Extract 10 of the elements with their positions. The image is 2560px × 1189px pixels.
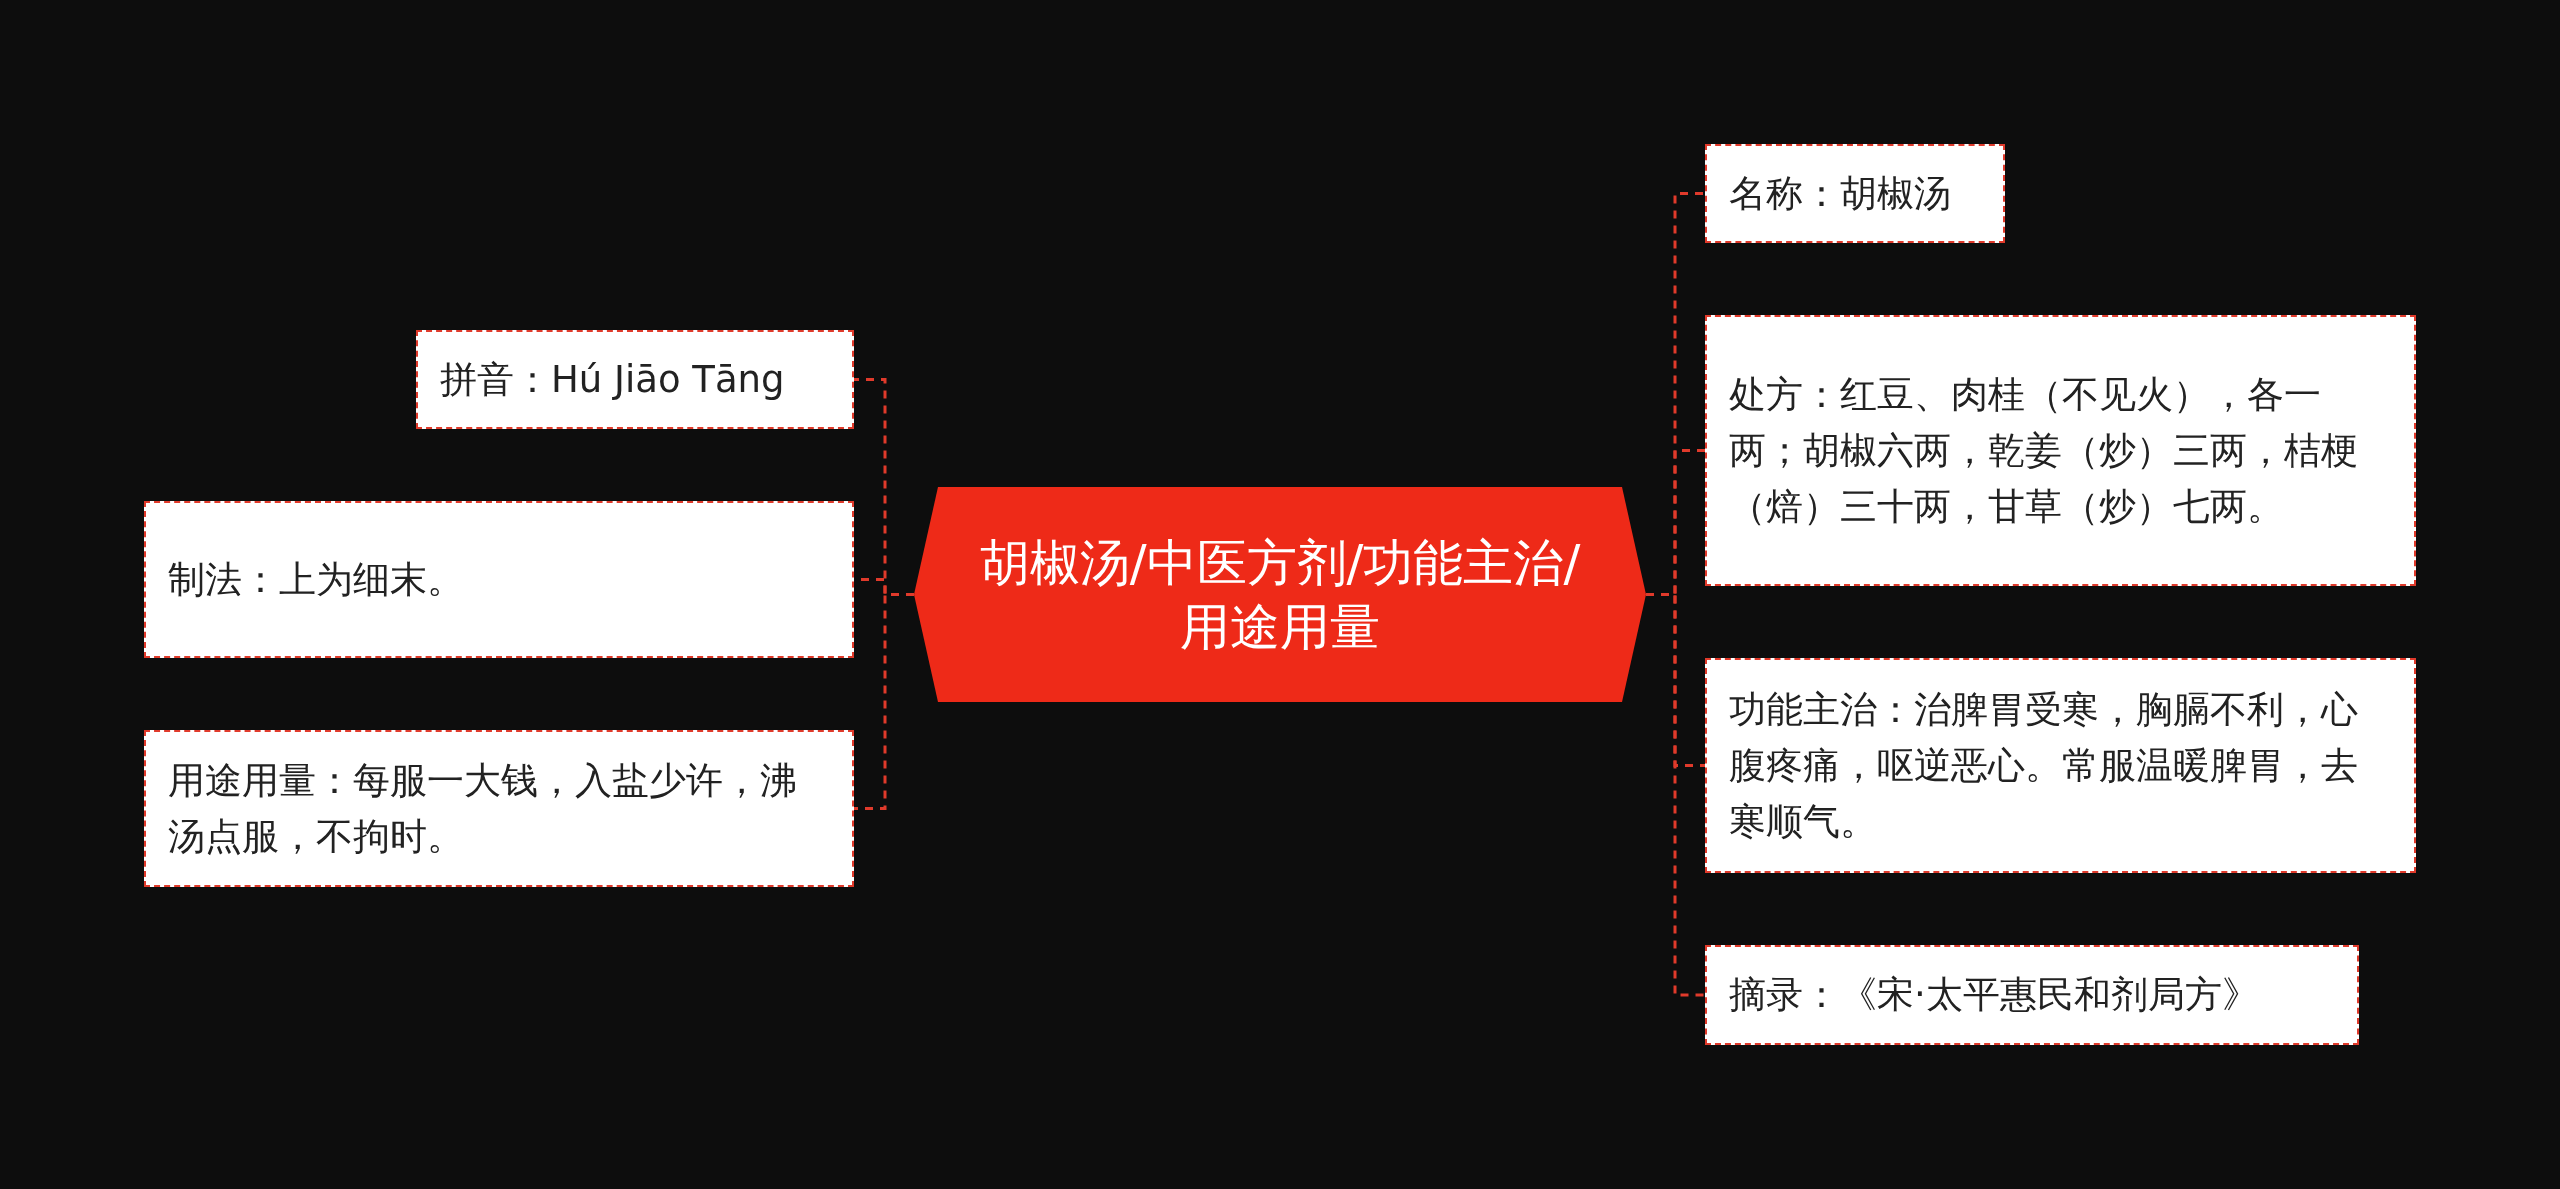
topic-box: 用途用量：每服一大钱，入盐少许，沸汤点服，不拘时。 [144,730,854,887]
topic-box: 摘录：《宋·太平惠民和剂局方》 [1705,945,2359,1045]
topic-box: 功能主治：治脾胃受寒，胸膈不利，心腹疼痛，呕逆恶心。常服温暖脾胃，去寒顺气。 [1705,658,2416,873]
topic-box: 处方：红豆、肉桂（不见火），各一两；胡椒六两，乾姜（炒）三两，桔梗（焙）三十两，甘草（炒）七两。 [1705,315,2416,586]
topic-hexagon: 胡椒汤/中医方剂/功能主治/用途用量 [914,487,1646,702]
connector-line [1646,593,1705,997]
topic-box: 拼音：Hú Jiāo Tāng [416,330,854,429]
topic-box: 制法：上为细末。 [144,501,854,658]
topic-box: 名称：胡椒汤 [1705,144,2005,243]
connector-line [854,593,914,810]
